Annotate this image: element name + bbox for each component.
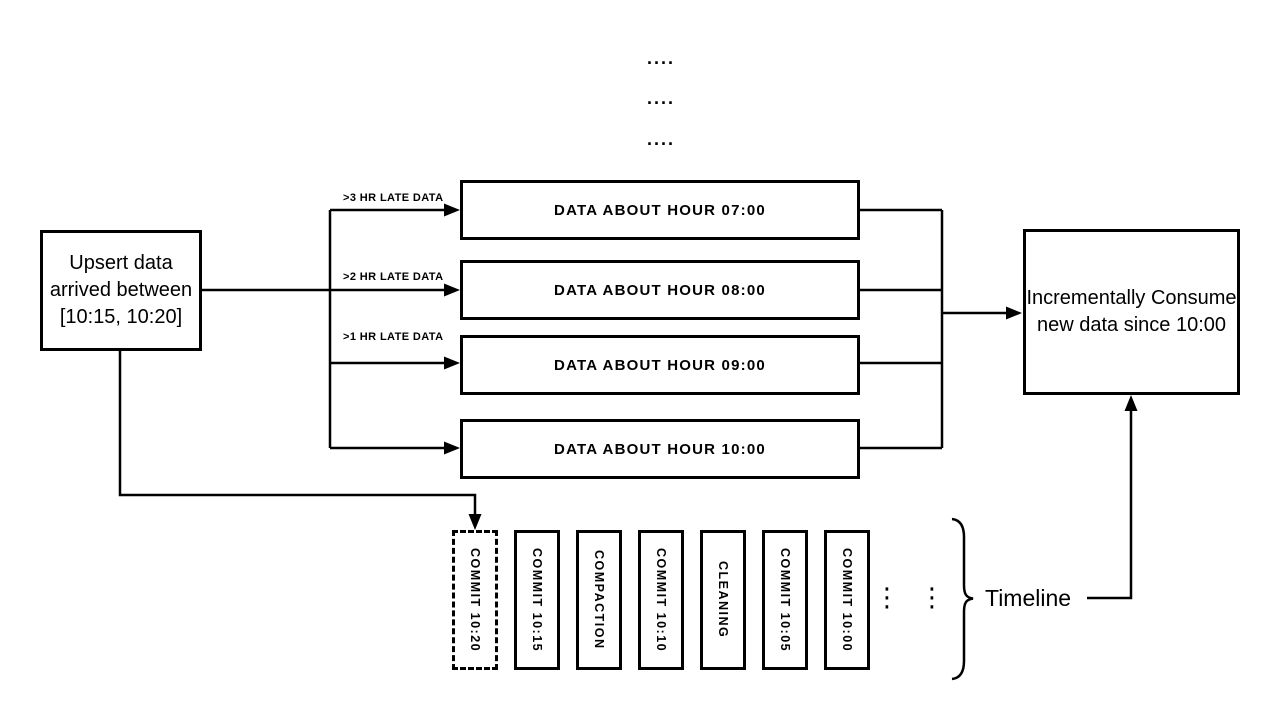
data-hour-0700-box: DATA ABOUT HOUR 07:00 [460, 180, 860, 240]
timeline-to-consume-line [1087, 409, 1133, 600]
fan-out-lines [202, 208, 446, 450]
timeline-instant-cleaning: CLEANING [700, 530, 746, 670]
data-hour-0800-box: DATA ABOUT HOUR 08:00 [460, 260, 860, 320]
data-hour-1000-box: DATA ABOUT HOUR 10:00 [460, 419, 860, 479]
data-hour-0900-box: DATA ABOUT HOUR 09:00 [460, 335, 860, 395]
timeline-instant-commit-1015: COMMIT 10:15 [514, 530, 560, 670]
timeline-brace [951, 517, 974, 681]
late-data-label-2hr: >2 HR LATE DATA [343, 271, 444, 283]
continuation-dots: .... [646, 88, 675, 108]
instant-label: COMMIT 10:10 [654, 547, 668, 653]
instant-label: CLEANING [716, 561, 730, 639]
instant-label: COMMIT 10:00 [840, 547, 854, 653]
timeline-instant-commit-1000: COMMIT 10:00 [824, 530, 870, 670]
instant-label: COMMIT 10:15 [530, 547, 544, 653]
timeline-ellipsis: ⋮ [874, 583, 900, 613]
late-data-label-3hr: >3 HR LATE DATA [343, 192, 444, 204]
continuation-dots: .... [646, 129, 675, 149]
instant-label: COMMIT 10:05 [778, 547, 792, 653]
late-data-label-1hr: >1 HR LATE DATA [343, 331, 444, 343]
incremental-consume-box: Incrementally Consume new data since 10:… [1023, 229, 1240, 395]
timeline-instant-compaction: COMPACTION [576, 530, 622, 670]
timeline-label: Timeline [985, 585, 1072, 611]
timeline-ellipsis: ⋮ [919, 583, 945, 613]
merge-lines [860, 208, 1008, 450]
upsert-to-timeline-line [118, 350, 477, 516]
instant-label: COMPACTION [592, 550, 606, 650]
timeline-instant-commit-1005: COMMIT 10:05 [762, 530, 808, 670]
continuation-dots: .... [646, 48, 675, 68]
upsert-data-box: Upsert data arrived between [10:15, 10:2… [40, 230, 202, 351]
timeline-instant-commit-1010: COMMIT 10:10 [638, 530, 684, 670]
instant-label: COMMIT 10:20 [468, 547, 482, 653]
arrowheads [444, 203, 1138, 530]
timeline-instant-commit-1020: COMMIT 10:20 [452, 530, 498, 670]
